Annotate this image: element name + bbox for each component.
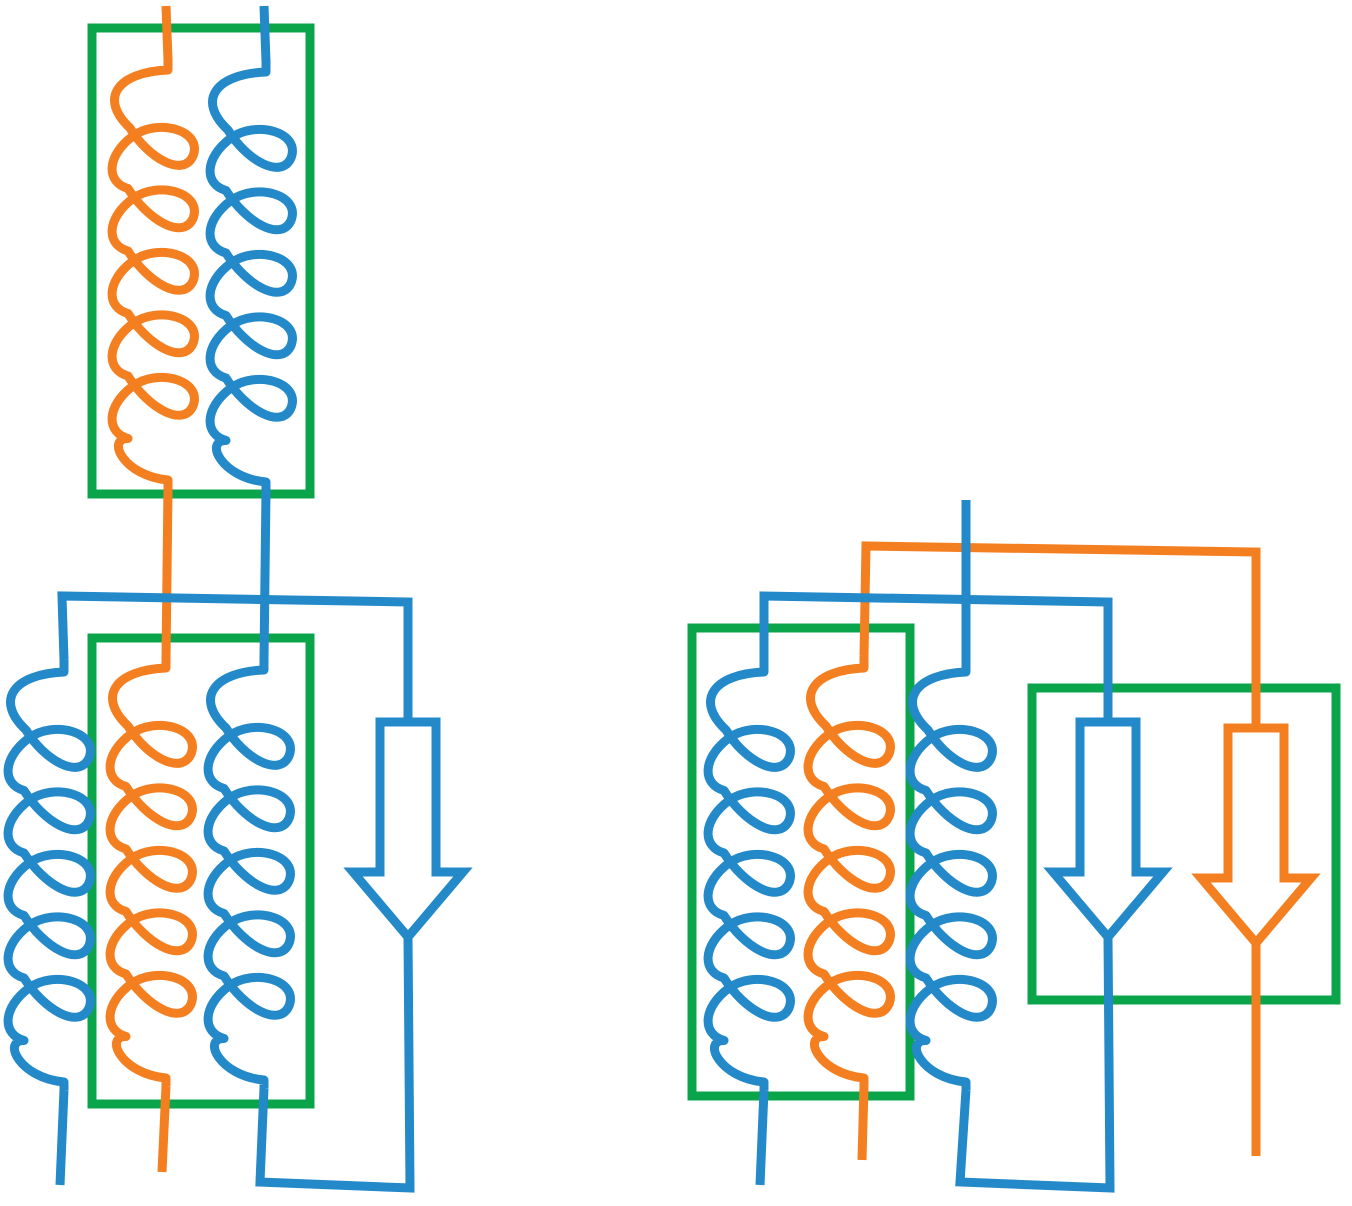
right-blue-return-wire xyxy=(955,936,1115,1193)
right-blue-arrow xyxy=(1043,717,1173,944)
arrow-layer xyxy=(343,717,1321,950)
lower-left-blue-coil xyxy=(3,660,95,1090)
upper-orange-coil xyxy=(107,58,199,488)
right-left-blue-coil xyxy=(703,660,795,1090)
orange-connector-wire xyxy=(161,487,173,661)
right-arrows-box xyxy=(1027,683,1341,1005)
lower-right-blue-coil xyxy=(203,658,295,1088)
lower-blue-arrow xyxy=(343,717,473,944)
right-blue-top-wire xyxy=(759,591,1113,722)
blue-connector-wire xyxy=(259,489,271,661)
right-orange-coil xyxy=(803,656,895,1086)
upper-orange-input-lead xyxy=(161,5,173,61)
right-orange-coil-output-lead xyxy=(857,1085,869,1161)
right-right-blue-coil xyxy=(905,660,997,1090)
upper-blue-coil xyxy=(205,60,297,490)
wire-layer xyxy=(55,5,1261,1193)
lower-blue-return-wire xyxy=(255,936,415,1193)
enclosure-layer xyxy=(87,23,1341,1109)
lower-orange-output-lead xyxy=(157,1085,171,1173)
upper-left-box xyxy=(87,23,315,499)
lower-orange-coil xyxy=(105,656,197,1086)
right-left-blue-output-lead xyxy=(755,1089,769,1186)
lower-left-blue-output-lead xyxy=(55,1089,69,1186)
coil-layer xyxy=(3,58,997,1090)
lower-blue-top-loop-wire xyxy=(57,591,413,722)
right-coils-box xyxy=(687,623,915,1101)
right-orange-arrow xyxy=(1191,723,1321,950)
upper-blue-input-lead xyxy=(259,5,271,63)
right-orange-top-wire xyxy=(859,541,1261,728)
